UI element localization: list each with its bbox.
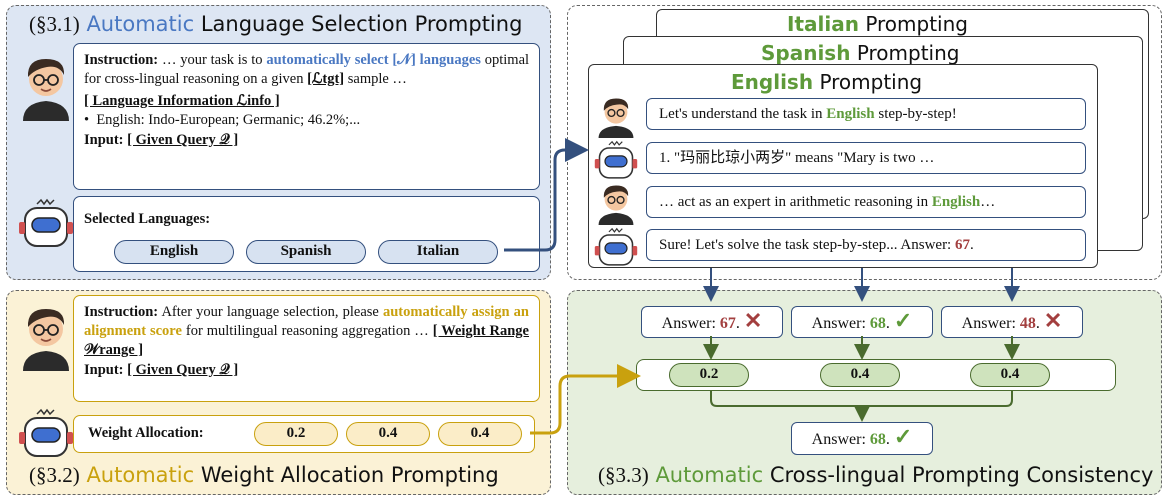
robot-icon xyxy=(594,227,638,266)
instruction-box: Instruction: … your task is to automatic… xyxy=(73,43,540,190)
robot-icon xyxy=(594,140,638,179)
selected-languages-box: Selected Languages: English Spanish Ital… xyxy=(73,196,540,272)
language-selection-panel: (§3.1) Automatic Language Selection Prom… xyxy=(6,5,551,280)
prompt-message-2: 1. "玛丽比琼小两岁" means "Mary is two … xyxy=(646,142,1086,174)
cross-icon: ✕ xyxy=(743,308,763,333)
weight-pill-2: 0.4 xyxy=(820,363,900,387)
weight-pill-3: 0.4 xyxy=(970,363,1050,387)
panel-title: (§3.2) Automatic Weight Allocation Promp… xyxy=(29,463,499,487)
weight-pill-3: 0.4 xyxy=(438,422,522,446)
human-avatar-icon xyxy=(598,98,634,138)
language-pill-english: English xyxy=(114,240,234,264)
human-avatar-icon xyxy=(23,59,69,121)
check-icon: ✓ xyxy=(893,308,913,333)
weight-allocation-label: Weight Allocation: xyxy=(88,425,204,441)
weights-container: 0.2 0.4 0.4 xyxy=(636,359,1116,391)
language-info-bullet: • English: Indo-European; Germanic; 46.2… xyxy=(84,112,361,128)
cross-icon: ✕ xyxy=(1043,308,1063,333)
weight-allocation-box: Weight Allocation: 0.2 0.4 0.4 xyxy=(73,415,535,453)
human-avatar-icon xyxy=(23,309,69,371)
language-info: [ Language Information ℒinfo ] xyxy=(84,93,280,109)
final-answer-box: Answer: 68. ✓ xyxy=(791,422,933,455)
prompt-message-3: … act as an expert in arithmetic reasoni… xyxy=(646,186,1086,218)
consistency-panel: Answer: 67. ✕ Answer: 68. ✓ Answer: 48. … xyxy=(567,290,1162,495)
weight-pill-1: 0.2 xyxy=(254,422,338,446)
multilingual-prompting-panel: Italian Prompting Spanish Prompting Engl… xyxy=(567,5,1162,280)
weight-instruction-box: Instruction: After your language selecti… xyxy=(73,295,540,402)
weight-allocation-panel: Instruction: After your language selecti… xyxy=(6,290,551,495)
selected-languages-label: Selected Languages: xyxy=(84,211,211,227)
prompt-message-1: Let's understand the task in English ste… xyxy=(646,98,1086,130)
human-avatar-icon xyxy=(598,185,634,225)
answer-box-1: Answer: 67. ✕ xyxy=(641,306,783,338)
panel-title: (§3.3) Automatic Cross-lingual Prompting… xyxy=(598,463,1154,487)
robot-icon xyxy=(19,408,73,457)
panel-title: (§3.1) Automatic Language Selection Prom… xyxy=(29,12,523,36)
prompt-message-4: Sure! Let's solve the task step-by-step.… xyxy=(646,229,1086,261)
answer-box-3: Answer: 48. ✕ xyxy=(941,306,1083,338)
answer-box-2: Answer: 68. ✓ xyxy=(791,306,933,338)
weight-pill-1: 0.2 xyxy=(669,363,749,387)
language-pill-spanish: Spanish xyxy=(246,240,366,264)
language-pill-italian: Italian xyxy=(378,240,498,264)
robot-icon xyxy=(19,198,73,247)
check-icon: ✓ xyxy=(893,424,913,449)
weight-pill-2: 0.4 xyxy=(346,422,430,446)
